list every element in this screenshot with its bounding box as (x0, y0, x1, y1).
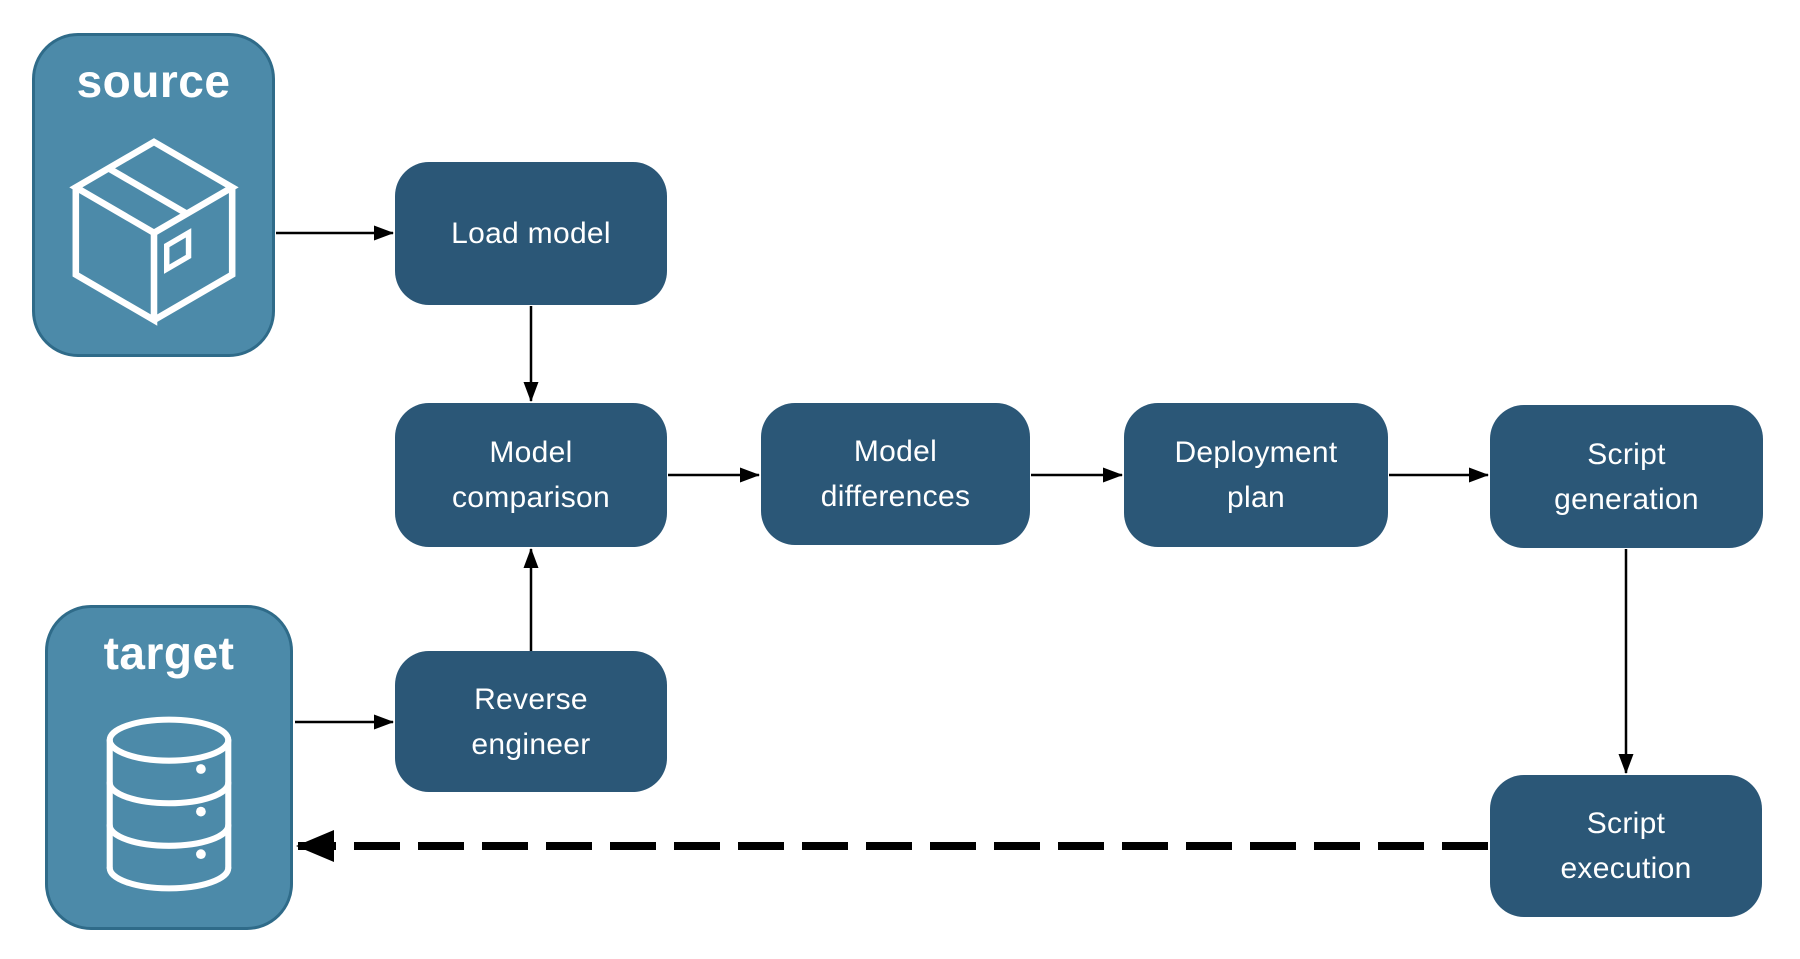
node-label: Model differences (820, 435, 971, 513)
target-label: target (103, 627, 235, 679)
node-label: Model comparison (451, 436, 611, 514)
source-icon-area (35, 108, 272, 354)
container-source: source (32, 33, 275, 357)
node-load-model: Load model (395, 162, 667, 305)
node-label: Reverse engineer (471, 682, 591, 761)
target-icon-area (48, 680, 290, 927)
node-script-execution: Script execution (1490, 775, 1762, 917)
database-icon (106, 716, 232, 891)
node-label: Load model (451, 217, 611, 250)
node-model-differences: Model differences (761, 403, 1030, 545)
node-label: Script execution (1560, 807, 1692, 885)
node-reverse-engineer: Reverse engineer (395, 651, 667, 792)
node-label: Script generation (1554, 437, 1699, 516)
node-deployment-plan: Deployment plan (1124, 403, 1388, 547)
source-label: source (76, 55, 231, 107)
node-label: Deployment plan (1174, 436, 1338, 514)
container-target: target (45, 605, 293, 930)
package-icon (68, 138, 239, 326)
node-model-comparison: Model comparison (395, 403, 667, 547)
node-script-generation: Script generation (1490, 405, 1763, 548)
